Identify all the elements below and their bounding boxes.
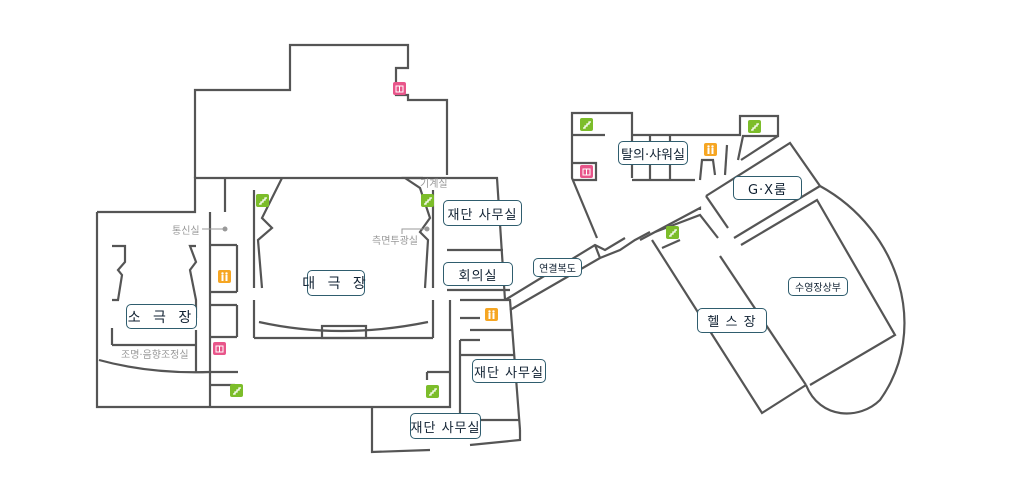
room-pool-upper[interactable]: 수영장상부 — [788, 277, 848, 296]
comm-room-leader — [202, 226, 228, 232]
room-connecting-corridor[interactable]: 연결복도 — [533, 258, 582, 277]
restroom-icon — [485, 308, 498, 321]
stairs-icon — [666, 226, 679, 239]
restroom-icon — [704, 143, 717, 156]
restroom-icon — [218, 270, 231, 283]
room-main-theater[interactable]: 대 극 장 — [302, 270, 366, 296]
stairs-icon — [230, 384, 243, 397]
elevator-icon — [580, 165, 593, 178]
stairs-icon — [256, 194, 269, 207]
label-machine-room: 기계실 — [420, 179, 448, 190]
room-foundation-office-3[interactable]: 재단 사무실 — [410, 413, 481, 439]
room-locker-shower[interactable]: 탈의·샤워실 — [618, 141, 688, 165]
elevator-icon — [393, 82, 406, 95]
room-foundation-office-1[interactable]: 재단 사무실 — [443, 200, 522, 226]
stairs-icon — [421, 194, 434, 207]
label-side-light-room: 측면투광실 — [372, 236, 418, 247]
room-small-theater[interactable]: 소 극 장 — [126, 304, 197, 329]
room-foundation-office-2[interactable]: 재단 사무실 — [472, 359, 546, 383]
label-light-sound-room: 조명·음향조정실 — [121, 350, 189, 361]
room-meeting[interactable]: 회의실 — [443, 262, 513, 286]
stairs-icon — [580, 118, 593, 131]
label-comm-room: 통신실 — [172, 226, 200, 237]
stairs-icon — [426, 385, 439, 398]
elevator-icon — [213, 342, 226, 355]
stairs-icon — [748, 120, 761, 133]
room-fitness[interactable]: 헬 스 장 — [697, 308, 767, 333]
room-gx[interactable]: G·X룸 — [733, 176, 802, 200]
side-light-leader — [401, 226, 430, 234]
